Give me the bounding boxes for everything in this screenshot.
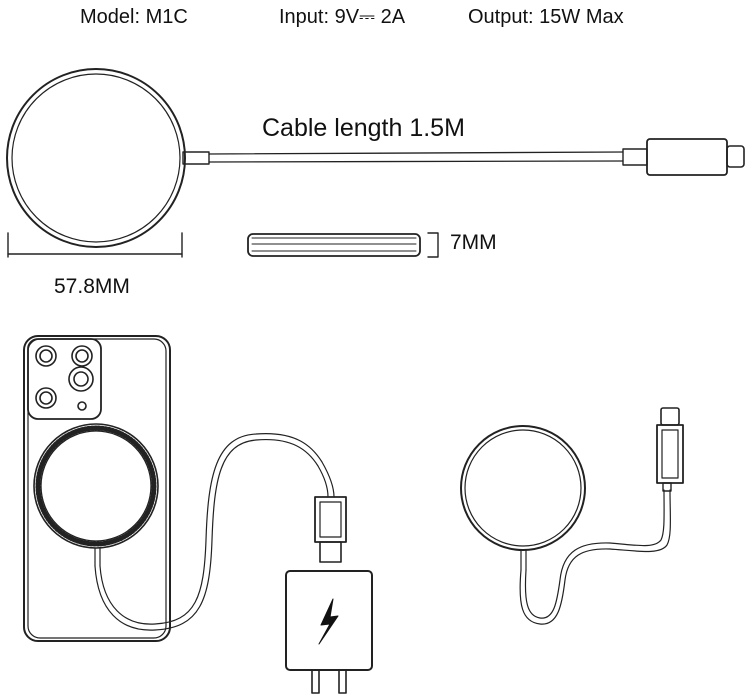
cable-phone-to-adapter — [94, 433, 335, 631]
cable-length-label: Cable length 1.5M — [262, 114, 465, 142]
charger-on-phone — [33, 423, 159, 549]
usb-c-connector-standalone — [656, 407, 684, 492]
cable-top — [182, 148, 648, 166]
output-spec: Output: 15W Max — [468, 6, 624, 28]
charger-pad-side-view — [247, 233, 421, 257]
model-spec: Model: M1C — [80, 6, 188, 28]
charger-pad-top-view — [6, 68, 186, 248]
thickness-label: 7MM — [450, 231, 497, 254]
adapter-connector — [314, 496, 347, 563]
power-adapter — [285, 570, 373, 694]
charger-pad-standalone — [460, 425, 586, 571]
thickness-bracket — [427, 232, 439, 258]
input-spec: Input: 9V⎓ 2A — [279, 6, 406, 28]
phone — [23, 335, 171, 642]
cable-standalone — [519, 489, 671, 625]
lightning-bolt-icon — [318, 598, 339, 645]
diameter-bracket — [7, 232, 183, 258]
diameter-label: 57.8MM — [54, 275, 130, 298]
usb-c-connector-top — [646, 138, 745, 176]
